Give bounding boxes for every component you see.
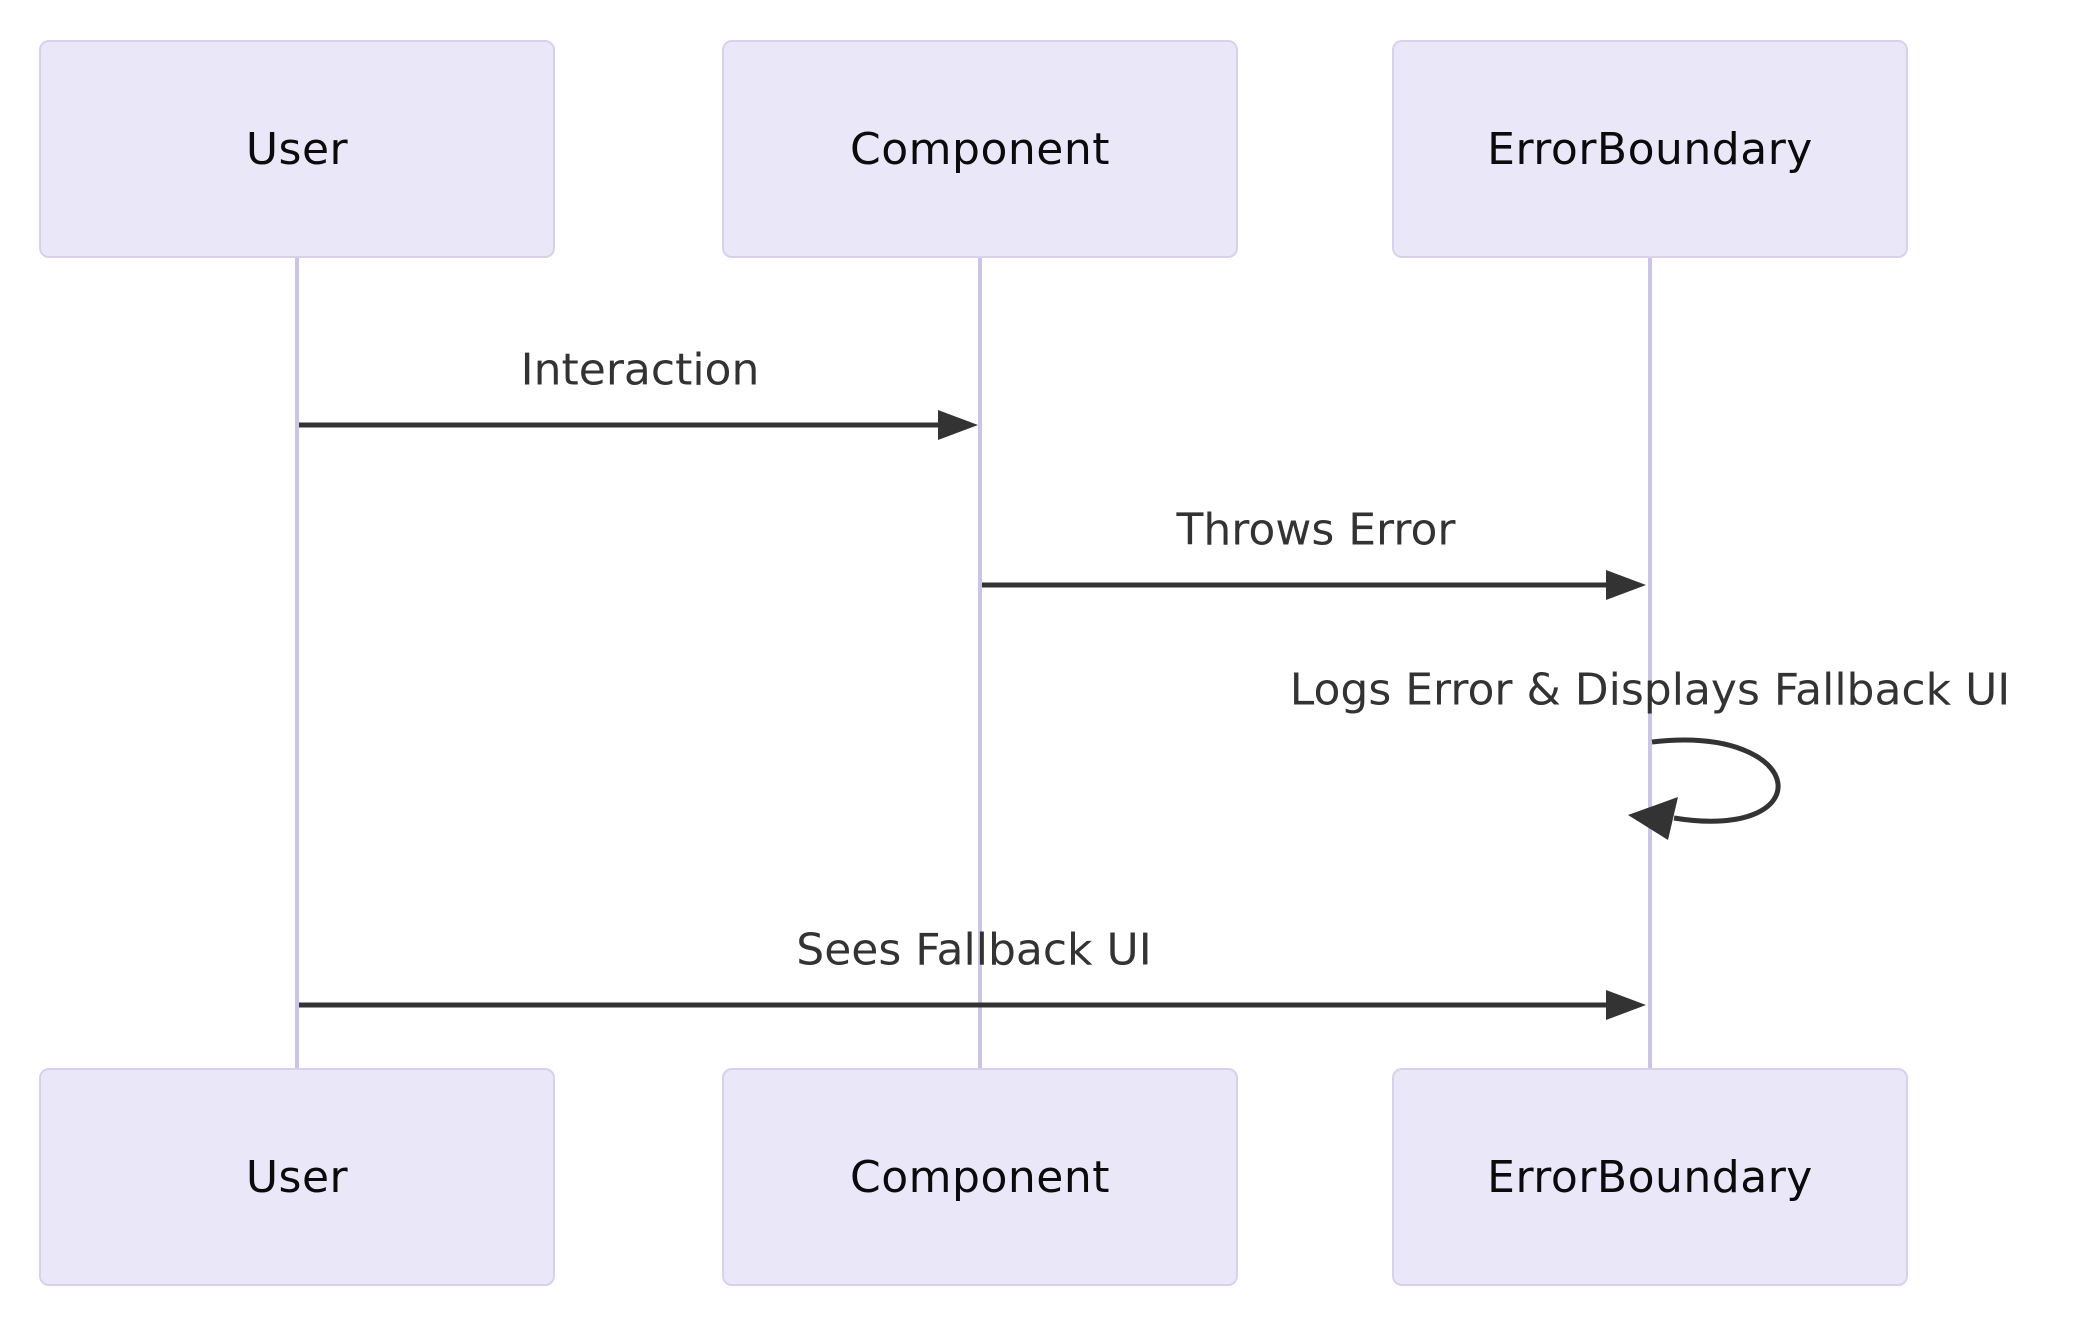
actor-label-user-top: User <box>245 123 349 175</box>
arrow-throws-error <box>982 570 1646 600</box>
actor-label-component-bottom: Component <box>850 1151 1110 1203</box>
message-label-interaction: Interaction <box>520 344 760 396</box>
actor-label-user-bottom: User <box>245 1151 349 1203</box>
arrow-interaction <box>299 410 978 440</box>
actor-box-component-top: Component <box>722 40 1238 258</box>
arrow-sees-fallback <box>299 990 1646 1020</box>
arrow-self-loop <box>1628 737 1781 840</box>
message-label-sees-fallback: Sees Fallback UI <box>796 924 1152 976</box>
message-label-logs-error: Logs Error & Displays Fallback UI <box>1289 664 2011 716</box>
actor-label-errorboundary-bottom: ErrorBoundary <box>1487 1151 1813 1203</box>
actor-label-component-top: Component <box>850 123 1110 175</box>
lifeline-user <box>295 258 299 1068</box>
actor-box-errorboundary-bottom: ErrorBoundary <box>1392 1068 1908 1286</box>
actor-label-errorboundary-top: ErrorBoundary <box>1487 123 1813 175</box>
lifeline-component <box>978 258 982 1068</box>
actor-box-user-top: User <box>39 40 555 258</box>
actor-box-errorboundary-top: ErrorBoundary <box>1392 40 1908 258</box>
lifeline-errorboundary <box>1648 258 1652 1068</box>
message-label-throws-error: Throws Error <box>1176 504 1456 556</box>
actor-box-user-bottom: User <box>39 1068 555 1286</box>
actor-box-component-bottom: Component <box>722 1068 1238 1286</box>
